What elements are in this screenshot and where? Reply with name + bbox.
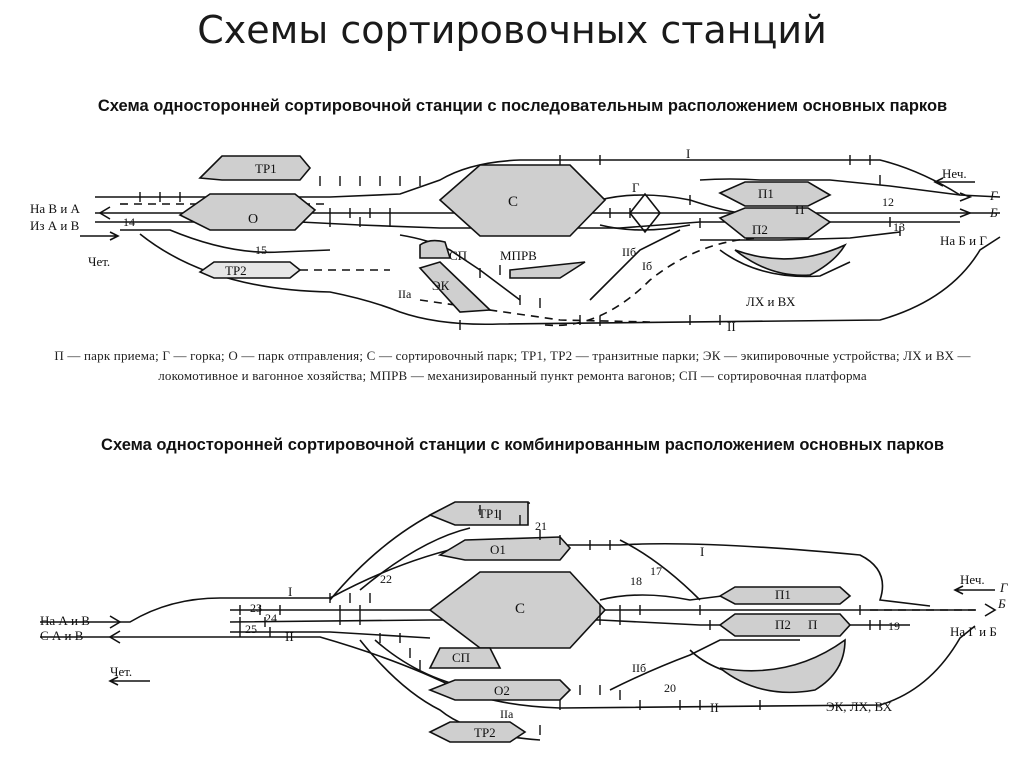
s2-n22: 22	[380, 572, 392, 586]
s2-p2-label: П2	[775, 617, 791, 632]
s-park	[438, 164, 607, 237]
s1-tr1-label: ТР1	[255, 161, 277, 176]
s2-o1-label: О1	[490, 542, 506, 557]
scheme1-heading: Схема односторонней сортировочной станци…	[97, 97, 948, 115]
s2-track-ii: II	[285, 629, 294, 644]
s2-p1-label: П1	[775, 587, 791, 602]
s2-track-i: I	[288, 584, 292, 599]
s1-nech: Неч.	[942, 166, 967, 181]
s1-g: Г	[989, 188, 998, 203]
s2-sp-label: СП	[452, 650, 470, 665]
s1-to-b-g: На Б и Г	[940, 233, 987, 248]
s1-sp-label: СП	[449, 248, 467, 263]
tr2-park	[198, 261, 302, 279]
s2-n18: 18	[630, 574, 642, 588]
s2-ek-lx-vx	[719, 638, 846, 694]
ek	[418, 261, 492, 313]
s2-track-ii-lower: II	[710, 700, 719, 715]
s1-lx-vx-label: ЛХ и ВХ	[746, 294, 796, 309]
s1-track-iia: IIа	[398, 287, 412, 301]
s1-track-ib: Iб	[642, 259, 652, 273]
s1-ek-label: ЭК	[432, 278, 450, 293]
sp-platform	[419, 239, 452, 259]
p1-park	[718, 181, 832, 207]
s1-n14: 14	[123, 215, 135, 229]
s1-b: Б	[989, 205, 998, 220]
lx-vx	[734, 243, 847, 277]
s1-to-v-a: На В и А	[30, 201, 81, 216]
s2-chet: Чет.	[110, 664, 132, 679]
p-park	[718, 207, 832, 239]
s1-track-i: I	[686, 146, 690, 161]
s1-o-label: О	[248, 212, 258, 227]
s2-o2-park	[427, 679, 572, 701]
s1-n12: 12	[882, 195, 894, 209]
o-park	[178, 193, 317, 231]
s1-mprv-label: МПРВ	[500, 248, 537, 263]
s2-p1-park	[718, 586, 852, 605]
s1-chet: Чет.	[88, 254, 110, 269]
s2-n21: 21	[535, 519, 547, 533]
s1-from-a-v: Из А и В	[30, 218, 80, 233]
s2-n25: 25	[245, 622, 257, 636]
s2-tr2-park	[428, 721, 527, 743]
s2-p-label: П	[808, 617, 817, 632]
s1-tr2-label: ТР2	[225, 263, 247, 278]
scheme1-legend: П — парк приема; Г — горка; О — парк отп…	[54, 348, 971, 383]
s2-n20: 20	[664, 681, 676, 695]
s1-s-label: С	[508, 194, 518, 210]
s2-s-label: С	[515, 601, 525, 617]
s2-n24: 24	[265, 611, 277, 625]
s2-tr2-label: ТР2	[474, 725, 496, 740]
s1-n13: 13	[893, 220, 905, 234]
s1-p2-label: П2	[752, 222, 768, 237]
s2-tr1-label: ТР1	[478, 506, 500, 521]
s2-track-iia: IIа	[500, 707, 514, 721]
s2-g: Г	[999, 580, 1008, 595]
s2-track-iib: IIб	[632, 661, 646, 675]
s1-n15: 15	[255, 243, 267, 257]
s2-n19: 19	[888, 619, 900, 633]
s2-to-a-v: На А и В	[40, 613, 90, 628]
scheme2-heading: Схема односторонней сортировочной станци…	[101, 436, 944, 454]
s2-to-g-b: На Г и Б	[950, 624, 997, 639]
s2-p-park	[718, 613, 852, 637]
scheme2-diagram: На А и В С А и В Чет. Неч. Г Б На Г и Б …	[40, 501, 1008, 743]
s1-p-label: П	[795, 202, 804, 217]
s1-hump-label: Г	[632, 180, 640, 195]
s2-from-a-v: С А и В	[40, 628, 84, 643]
s2-ek-lx-vx-label: ЭК, ЛХ, ВХ	[826, 699, 893, 714]
s1-track-iib: IIб	[622, 245, 636, 259]
page-title: Схемы сортировочных станций	[197, 8, 827, 52]
s1-track-ii: II	[727, 319, 736, 334]
mprv	[509, 261, 586, 279]
s2-o2-label: О2	[494, 683, 510, 698]
s2-tr1-park	[428, 501, 529, 526]
s2-nech: Неч.	[960, 572, 985, 587]
s2-o1-park	[437, 536, 572, 561]
s2-sp	[428, 647, 502, 669]
s2-b: Б	[997, 596, 1006, 611]
s1-p1-label: П1	[758, 186, 774, 201]
s2-n17: 17	[650, 564, 662, 578]
tr1-park	[198, 155, 312, 181]
s2-track-i-upper: I	[700, 544, 704, 559]
scheme1-diagram: На В и А Из А и В Чет. Неч. Г Б На Б и Г…	[30, 146, 1001, 334]
s2-n23: 23	[250, 601, 262, 615]
